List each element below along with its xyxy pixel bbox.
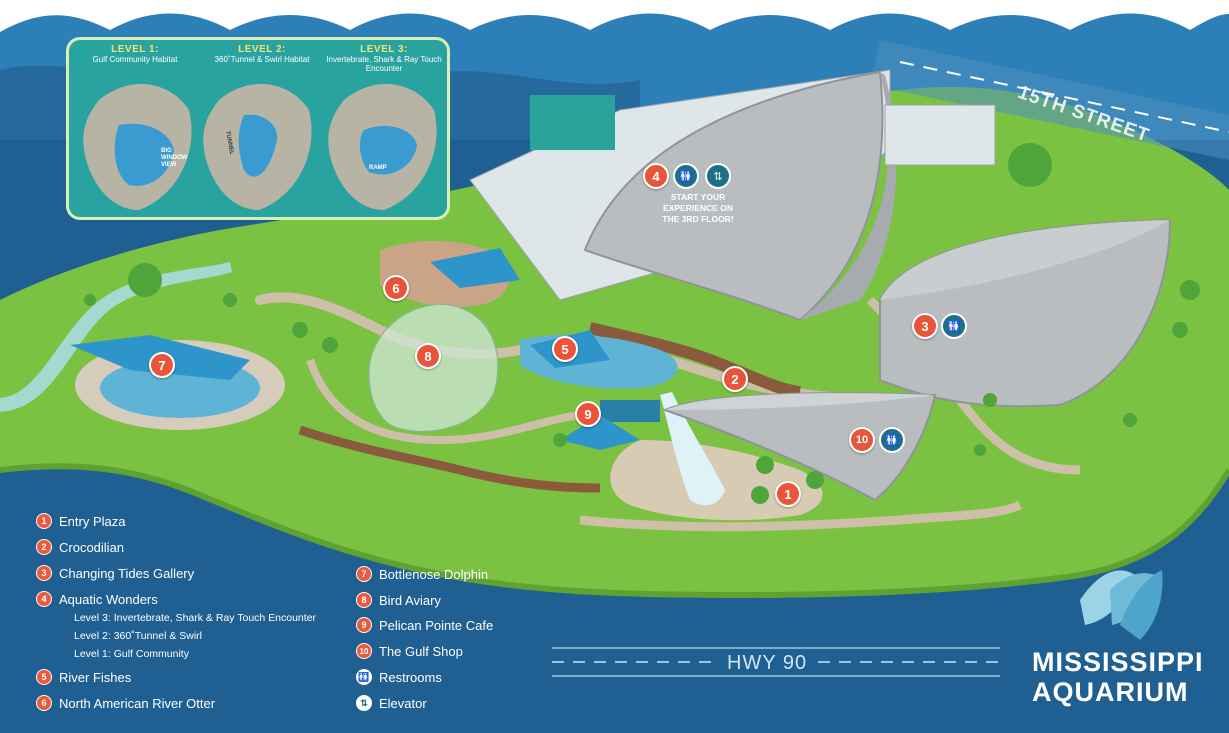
marker-5[interactable]: 5: [552, 336, 578, 362]
legend-label-7: Bottlenose Dolphin: [379, 566, 489, 582]
legend-label-4: Aquatic Wonders: [59, 591, 158, 607]
legend-num-3: 3: [36, 565, 52, 581]
legend-item-7: 7 Bottlenose Dolphin: [356, 566, 488, 582]
legend-item-1: 1 Entry Plaza: [36, 513, 125, 529]
otter-canopy: [430, 248, 520, 288]
trees: [84, 143, 1200, 504]
aquatic-wonders-side: [800, 72, 897, 320]
legend-sub-level-2: Level 2: 360˚Tunnel & Swirl: [74, 630, 203, 642]
legend-item-4: 4 Aquatic Wonders: [36, 591, 158, 607]
rooftop-block: [530, 95, 615, 150]
legend-num-1: 1: [36, 513, 52, 529]
level-3-subtitle: Invertebrate, Shark & Ray Touch Encounte…: [326, 55, 442, 73]
restroom-icon: 🚻: [941, 313, 967, 339]
logo-sail: [1080, 570, 1163, 640]
callout-line-2: EXPERIENCE ON: [663, 203, 733, 213]
level-2-subtitle: 360˚Tunnel & Swirl Habitat: [214, 55, 310, 64]
river-channel: [0, 262, 232, 412]
legend-num-6: 6: [36, 695, 52, 711]
legend-num-4: 4: [36, 591, 52, 607]
marker-9[interactable]: 9: [575, 401, 601, 427]
marker-7[interactable]: 7: [149, 352, 175, 378]
legend-label-1: Entry Plaza: [59, 513, 126, 529]
legend-num-8: 8: [356, 592, 372, 608]
brand-logo-text: MISSISSIPPI AQUARIUM: [1032, 647, 1204, 707]
legend-num-9: 9: [356, 617, 372, 633]
marker-2[interactable]: 2: [722, 366, 748, 392]
level-1-title: LEVEL 1:: [111, 44, 159, 55]
annex-building: [884, 104, 996, 166]
legend-item-5: 5 River Fishes: [36, 669, 131, 685]
level-1-subtitle: Gulf Community Habitat: [92, 55, 178, 64]
legend-item-10: 10 The Gulf Shop: [356, 643, 463, 659]
levels-inset: BIG WINDOW VIEW TUNNEL RAMP: [66, 37, 450, 220]
legend-item-8: 8 Bird Aviary: [356, 592, 441, 608]
marker-3[interactable]: 3: [912, 313, 938, 339]
level-2-tank: [238, 114, 278, 177]
legend-sub-level-1: Level 1: Gulf Community: [74, 648, 189, 660]
legend-num-5: 5: [36, 669, 52, 685]
marker-4[interactable]: 4: [643, 163, 669, 189]
legend-label-6: North American River Otter: [59, 695, 216, 711]
legend-num-10: 10: [356, 643, 372, 659]
marker-10[interactable]: 10: [849, 427, 875, 453]
shoreline: [0, 463, 1229, 599]
legend-num-2: 2: [36, 539, 52, 555]
brand-line-1: MISSISSIPPI: [1032, 647, 1204, 677]
legend-item-elevator: ⇅ Elevator: [356, 695, 427, 711]
legend-item-6: 6 North American River Otter: [36, 695, 215, 711]
level-3-title: LEVEL 3:: [360, 44, 408, 55]
legend-label-8: Bird Aviary: [379, 592, 441, 608]
walkway-south: [579, 500, 1023, 532]
restroom-icon: 🚻: [879, 427, 905, 453]
legend-item-restrooms: 🚻 Restrooms: [356, 669, 442, 685]
level-2-heading: LEVEL 2: 360˚Tunnel & Swirl Habitat: [200, 44, 324, 64]
level-2-title: LEVEL 2:: [238, 44, 286, 55]
aquatic-wonders-shell: [583, 70, 884, 322]
level-1-tank: [114, 123, 174, 186]
elevator-icon: ⇅: [705, 163, 731, 189]
start-callout: START YOUR EXPERIENCE ON THE 3RD FLOOR!: [648, 192, 748, 225]
legend-label-elevator: Elevator: [379, 695, 427, 711]
callout-line-3: THE 3RD FLOOR!: [662, 214, 734, 224]
hwy-90-label: HWY 90: [727, 652, 808, 674]
inset-ramp-label: RAMP: [369, 165, 387, 171]
marker-8[interactable]: 8: [415, 343, 441, 369]
elevator-icon: ⇅: [356, 695, 372, 711]
bird-aviary: [368, 303, 499, 433]
legend-item-9: 9 Pelican Pointe Cafe: [356, 617, 493, 633]
legend-sub-level-3: Level 3: Invertebrate, Shark & Ray Touch…: [74, 612, 317, 624]
street-15th: [870, 40, 1229, 160]
level-3-tank: [359, 125, 417, 175]
walkway-loop: [306, 358, 581, 445]
waterfall: [660, 392, 725, 506]
legend-item-3: 3 Changing Tides Gallery: [36, 565, 194, 581]
gulf-shop-roof: [665, 393, 935, 410]
level-3-heading: LEVEL 3: Invertebrate, Shark & Ray Touch…: [322, 44, 446, 73]
restroom-icon: 🚻: [356, 669, 372, 685]
legend-label-restrooms: Restrooms: [379, 669, 442, 685]
marker-1[interactable]: 1: [775, 481, 801, 507]
restroom-icon: 🚻: [673, 163, 699, 189]
boardwalk-bridge: [588, 322, 801, 398]
legend-label-10: The Gulf Shop: [379, 643, 463, 659]
legend-label-5: River Fishes: [59, 669, 132, 685]
cafe-building: [600, 400, 660, 422]
legend-num-7: 7: [356, 566, 372, 582]
changing-tides-roof: [880, 220, 1170, 300]
callout-line-1: START YOUR: [670, 192, 726, 202]
inset-big-window-label: BIG WINDOW VIEW: [161, 148, 188, 168]
marker-6[interactable]: 6: [383, 275, 409, 301]
boardwalk: [298, 425, 601, 493]
inset-floorplans: [83, 83, 437, 210]
level-1-heading: LEVEL 1: Gulf Community Habitat: [73, 44, 197, 64]
brand-line-2: AQUARIUM: [1032, 677, 1189, 707]
cafe-canopy: [560, 415, 640, 450]
legend-label-3: Changing Tides Gallery: [59, 565, 195, 581]
legend-label-9: Pelican Pointe Cafe: [379, 617, 494, 633]
legend-label-2: Crocodilian: [59, 539, 125, 555]
legend-item-2: 2 Crocodilian: [36, 539, 124, 555]
street-15th-dash: [899, 61, 1229, 133]
